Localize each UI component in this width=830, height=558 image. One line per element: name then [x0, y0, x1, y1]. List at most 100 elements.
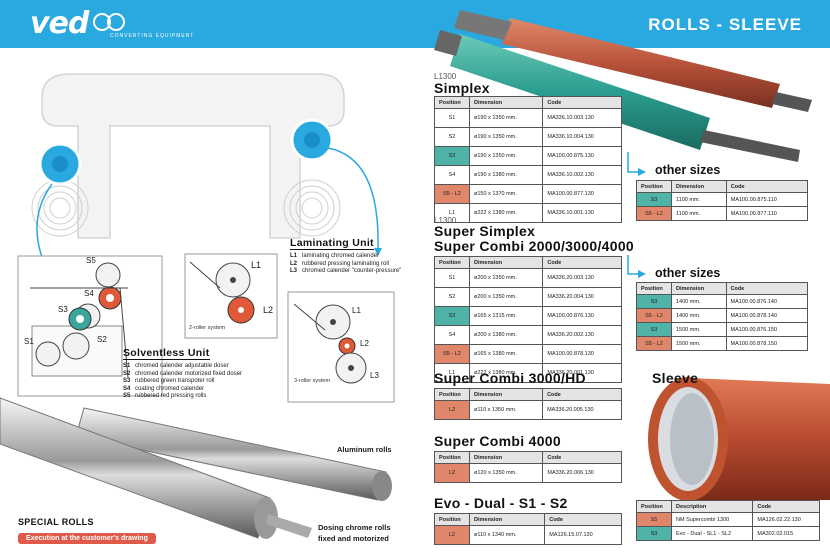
- simplex-other-sizes-title: other sizes: [655, 163, 721, 177]
- label-s5: S5: [86, 256, 96, 265]
- code-cell: MA100.00.878.150: [725, 336, 809, 351]
- right-page-illustration: [434, 10, 830, 501]
- combi4000-title: Super Combi 4000: [434, 433, 561, 449]
- code-cell: MA336.20.001.130: [542, 363, 622, 383]
- dim-cell: ø222 x 1380 mm.: [468, 363, 544, 383]
- sleeve-image: [648, 377, 830, 501]
- pos-cell: S3: [434, 306, 470, 326]
- pos-cell: S2: [434, 127, 470, 147]
- dim-cell: ø200 x 1350 mm.: [468, 287, 544, 307]
- dim-cell: ø150 x 1370 mm.: [468, 184, 544, 204]
- code-cell: MA336.10.004.130: [542, 127, 622, 147]
- simplex-title: Simplex: [434, 80, 490, 96]
- code-cell: MA336.10.003.130: [542, 108, 622, 128]
- pos-cell: S3: [636, 322, 672, 337]
- code-cell: MA100.00.876.150: [725, 322, 809, 337]
- red-roll: [502, 18, 780, 108]
- dim-cell: ø190 x 1350 mm.: [468, 108, 544, 128]
- col-dimension: Dimension: [468, 96, 544, 109]
- supercombi-title: Super Combi 2000/3000/4000: [434, 238, 635, 254]
- pos-cell: S2: [434, 287, 470, 307]
- dim-cell: 1400 mm.: [671, 294, 727, 309]
- laminating-title: Laminating Unit: [290, 237, 374, 250]
- logo-subtitle: CONVERTING EQUIPMENT: [110, 33, 195, 39]
- dim-cell: ø200 x 1350 mm.: [468, 268, 544, 288]
- desc-cell: NM Supercombi 1300: [670, 512, 754, 527]
- desc-cell: Evo - Dual - SL1 - SL2: [670, 526, 754, 541]
- simplex-other-arrow: [627, 152, 640, 173]
- code-cell: MA100.00.876.140: [725, 294, 809, 309]
- col-position: Position: [434, 96, 470, 109]
- header-bar: [0, 0, 830, 48]
- dim-cell: 1500 mm.: [671, 322, 727, 337]
- sleeve-title: Sleeve: [652, 370, 699, 386]
- dim-cell: ø165 x 1380 mm.: [468, 344, 544, 364]
- label-s4: S4: [84, 289, 94, 298]
- dim-cell: 1100 mm.: [671, 192, 727, 207]
- label-l2b: L2: [360, 339, 369, 348]
- code-cell: MA302.02.015: [752, 526, 820, 541]
- pos-cell: S3: [636, 192, 672, 207]
- code-cell: MA336.20.006.130: [542, 463, 622, 483]
- three-roller-caption: 3-roller system: [294, 378, 331, 384]
- solventless-rollers: [30, 262, 129, 379]
- pos-cell: L1: [434, 363, 470, 383]
- code-cell: MA336.20.002.130: [542, 325, 622, 345]
- pos-cell: S3: [434, 146, 470, 166]
- code-cell: MA126.02.22.130: [752, 512, 820, 527]
- dim-cell: 1500 mm.: [671, 336, 727, 351]
- col-code: Code: [542, 96, 622, 109]
- pos-cell: S4: [434, 325, 470, 345]
- dim-cell: ø165 x 1315 mm.: [468, 306, 544, 326]
- pos-cell: S1: [434, 268, 470, 288]
- supersimplex-model: L1300: [434, 216, 457, 225]
- label-l3: L3: [370, 371, 379, 380]
- special-rolls-title: SPECIAL ROLLS: [18, 517, 94, 527]
- pos-cell: S4: [434, 165, 470, 185]
- dim-cell: ø110 x 1350 mm.: [468, 400, 544, 420]
- label-l1: L1: [251, 260, 262, 270]
- code-cell: MA100.00.877.110: [725, 206, 809, 221]
- pos-cell: S1: [434, 108, 470, 128]
- code-cell: MA336.10.002.130: [542, 165, 622, 185]
- pos-cell: S5 - L2: [434, 344, 470, 364]
- dim-cell: 1100 mm.: [671, 206, 727, 221]
- laminating-arrow: [327, 147, 379, 249]
- page-title: ROLLS - SLEEVE: [648, 15, 802, 34]
- special-rolls-badge: Execution at the customer's drawing: [18, 533, 156, 544]
- dim-cell: 1400 mm.: [671, 308, 727, 323]
- dim-cell: ø200 x 1380 mm.: [468, 325, 544, 345]
- code-cell: MA100.00.878.130: [542, 344, 622, 364]
- dim-cell: ø222 x 1380 mm.: [468, 203, 544, 223]
- label-s1: S1: [24, 337, 34, 346]
- code-cell: MA100.00.876.130: [542, 306, 622, 326]
- dim-cell: ø120 x 1350 mm.: [468, 463, 544, 483]
- code-cell: MA336.20.003.130: [542, 268, 622, 288]
